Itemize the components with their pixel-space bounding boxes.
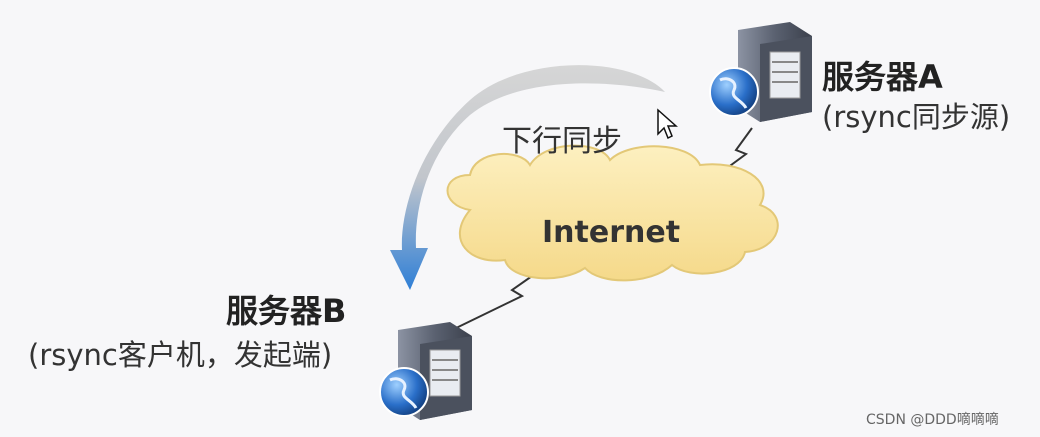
watermark: CSDN @DDD嘀嘀嘀: [866, 412, 999, 428]
mouse-cursor-icon: [657, 108, 678, 140]
server-a-name: 服务器A: [822, 58, 943, 96]
server-a-role: (rsync同步源): [822, 100, 1011, 134]
internet-label: Internet: [542, 215, 681, 250]
sync-arrow: [390, 65, 665, 290]
server-a-icon: [709, 22, 812, 122]
server-b-icon: [379, 322, 472, 420]
server-b-name: 服务器B: [226, 292, 347, 330]
internet-cloud: [446, 144, 779, 282]
sync-direction-label: 下行同步: [502, 124, 622, 159]
server-b-role: (rsync客户机，发起端): [28, 338, 333, 372]
